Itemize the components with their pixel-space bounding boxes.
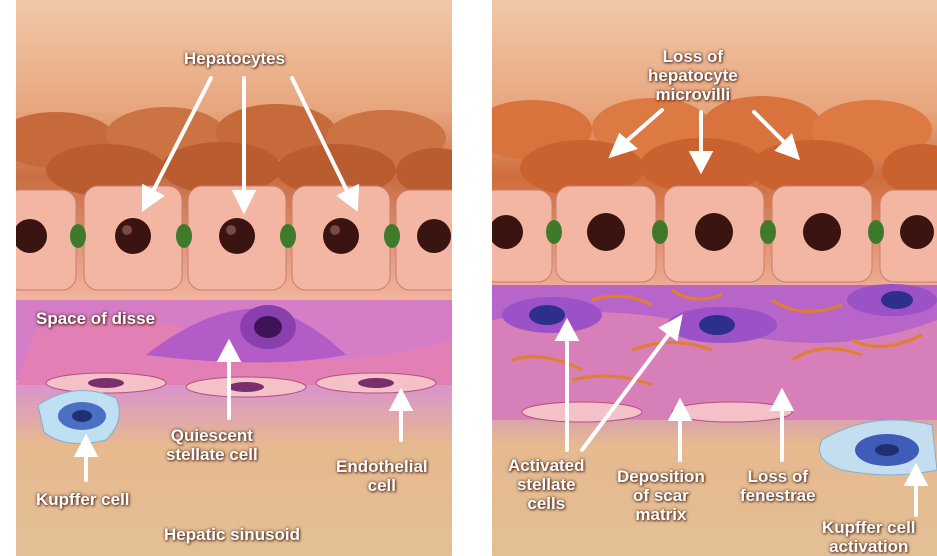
endothelial-cell-label: Endothelial cell — [336, 457, 428, 495]
fibrotic-liver-panel: Loss of hepatocyte microvilli Activated … — [492, 0, 937, 556]
activated-line-2: stellate — [508, 475, 585, 494]
deposition-of-scar-matrix-label: Deposition of scar matrix — [617, 467, 705, 524]
space-of-disse-label: Space of disse — [36, 309, 155, 328]
kupffer-cell-label: Kupffer cell — [36, 490, 130, 509]
fenestrae-line-1: Loss of — [740, 467, 816, 486]
quiescent-line-2: stellate cell — [166, 445, 258, 464]
loss-of-microvilli-label: Loss of hepatocyte microvilli — [648, 47, 738, 104]
fenestrae-line-2: fenestrae — [740, 486, 816, 505]
quiescent-stellate-cell-label: Quiescent stellate cell — [166, 426, 258, 464]
endothelial-line-1: Endothelial — [336, 457, 428, 476]
hepatocyte-row-fibrotic — [492, 186, 937, 282]
loss-of-fenestrae-label: Loss of fenestrae — [740, 467, 816, 505]
kupffer-cell — [38, 390, 119, 443]
activated-line-1: Activated — [508, 456, 585, 475]
activated-line-3: cells — [508, 494, 585, 513]
hepatocyte-microvilli-row — [16, 104, 452, 196]
kupffer-activation-line-1: Kupffer cell — [822, 518, 916, 537]
normal-liver-panel: Hepatocytes Space of disse Quiescent ste… — [16, 0, 452, 556]
loss-microvilli-line-1: Loss of — [648, 47, 738, 66]
quiescent-line-1: Quiescent — [166, 426, 258, 445]
activated-stellate-cells-label: Activated stellate cells — [508, 456, 585, 513]
scar-matrix-layer — [492, 284, 937, 422]
hepatic-sinusoid-label: Hepatic sinusoid — [164, 525, 300, 544]
deposition-line-1: Deposition — [617, 467, 705, 486]
loss-microvilli-line-2: hepatocyte — [648, 66, 738, 85]
hepatocytes-label: Hepatocytes — [184, 49, 285, 68]
deposition-line-3: matrix — [617, 505, 705, 524]
loss-microvilli-line-3: microvilli — [648, 85, 738, 104]
endothelial-line-2: cell — [336, 476, 428, 495]
kupffer-activation-line-2: activation — [822, 537, 916, 556]
kupffer-cell-activation-label: Kupffer cell activation — [822, 518, 916, 556]
deposition-line-2: of scar — [617, 486, 705, 505]
